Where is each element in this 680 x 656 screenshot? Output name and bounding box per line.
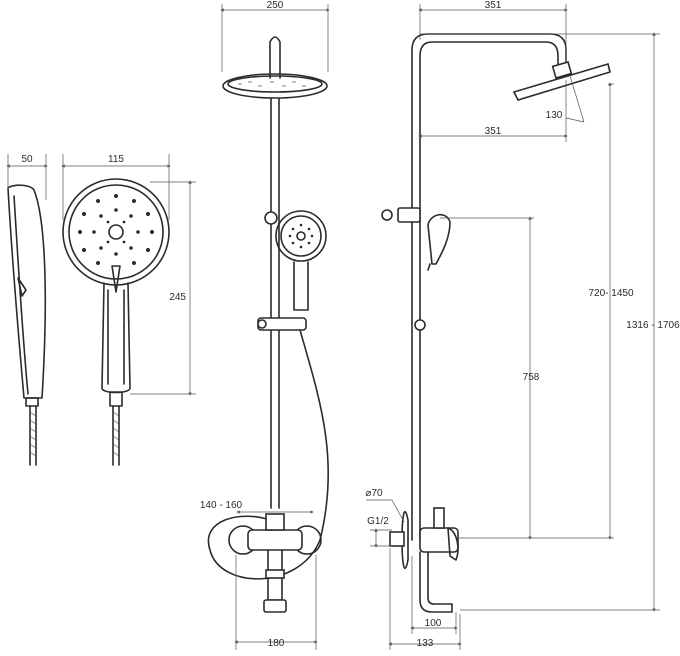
- dim-label-758: 758: [523, 372, 540, 383]
- dim-label-thread: G1/2: [367, 516, 389, 527]
- dimension-labels: 250 351 351 130 50 115 245 720- 1450 131…: [21, 0, 680, 649]
- dim-label-escutcheon: ⌀70: [365, 488, 383, 499]
- dim-label-140-160: 140 - 160: [200, 500, 243, 511]
- dim-label-351-top: 351: [485, 0, 502, 11]
- hand-shower-side-view: [7, 184, 47, 466]
- dim-label-351-mid: 351: [485, 126, 502, 137]
- dim-label-720-1450: 720- 1450: [588, 288, 633, 299]
- dim-label-133: 133: [417, 638, 434, 649]
- dim-label-115: 115: [108, 154, 124, 165]
- dim-label-50: 50: [21, 154, 33, 165]
- hand-shower-front-view: [62, 178, 170, 466]
- shower-set-front-view: [207, 36, 330, 613]
- dim-label-245: 245: [169, 292, 186, 303]
- dimension-lines: [6, 4, 660, 650]
- dim-label-130: 130: [546, 110, 563, 121]
- hand-shower-nozzles: [78, 194, 154, 265]
- dim-label-100: 100: [425, 618, 442, 629]
- dim-label-180: 180: [268, 638, 285, 649]
- shower-set-side-view: [381, 33, 611, 613]
- dim-label-250: 250: [267, 0, 284, 11]
- dim-label-1316-1706: 1316 - 1706: [626, 320, 680, 331]
